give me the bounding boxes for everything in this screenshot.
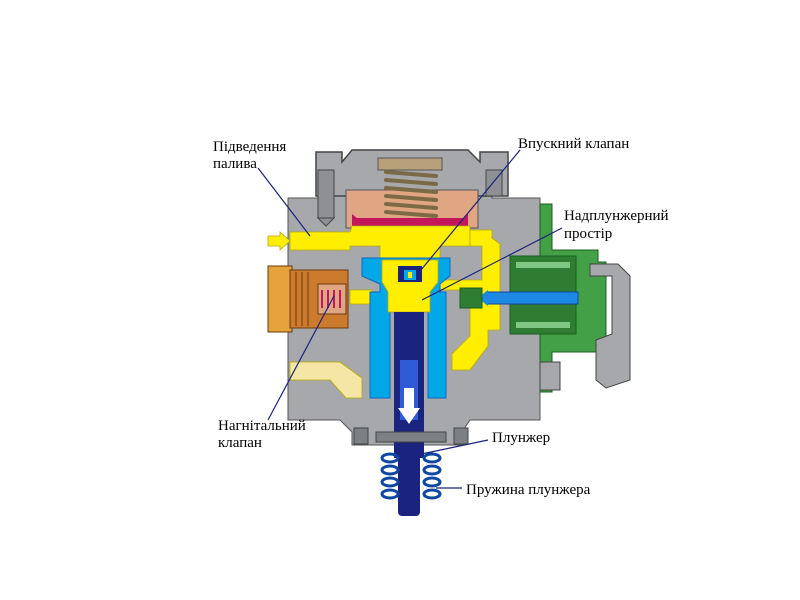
retainer-left-nub <box>353 427 369 445</box>
inlet-valve-spring <box>384 170 438 218</box>
solenoid-armature-tip <box>478 290 488 306</box>
discharge-valve-cap <box>267 265 293 333</box>
spring-retainer <box>375 431 447 443</box>
label-plunger: Плунжер <box>492 430 551 446</box>
solenoid-armature <box>485 291 579 305</box>
lower-bolt <box>539 361 561 391</box>
label-plunger-spring: Пружина плунжера <box>466 482 591 498</box>
top-screw-left <box>317 169 335 219</box>
leader-discharge-valve <box>267 295 335 421</box>
solenoid-windings <box>516 262 570 328</box>
discharge-channel <box>349 289 373 305</box>
plunger-spring <box>380 452 442 500</box>
label-above-plunger-line1: Надплунжерний <box>564 208 669 224</box>
inlet-valve-diaphragm <box>352 218 468 226</box>
spring-top-plate <box>377 157 443 171</box>
leader-inlet-valve <box>415 149 521 277</box>
leader-above-plunger <box>421 227 563 301</box>
inlet-valve-head <box>398 266 422 282</box>
label-discharge-valve-line1: Нагнітальний <box>218 418 306 434</box>
label-fuel-supply-line2: палива <box>213 156 257 172</box>
leader-fuel-supply <box>257 167 311 237</box>
plunger-lower <box>398 440 420 516</box>
retainer-right-nub <box>453 427 469 445</box>
top-screw-left-tip <box>316 217 336 227</box>
solenoid-cover <box>589 263 631 389</box>
high-pressure-outlet <box>289 361 363 399</box>
leader-lines <box>257 149 563 489</box>
leader-plunger <box>411 439 489 457</box>
label-inlet-valve: Впускний клапан <box>518 136 630 152</box>
fuel-inlet-arrow <box>267 231 291 251</box>
label-fuel-supply-line1: Підведення <box>213 139 287 155</box>
plunger-arrow <box>398 388 420 424</box>
discharge-valve-spring <box>321 290 341 308</box>
label-discharge-valve-line2: клапан <box>218 435 262 451</box>
label-above-plunger-line2: простір <box>564 226 613 242</box>
discharge-valve-threads <box>295 272 309 326</box>
solenoid-stop <box>459 287 483 309</box>
